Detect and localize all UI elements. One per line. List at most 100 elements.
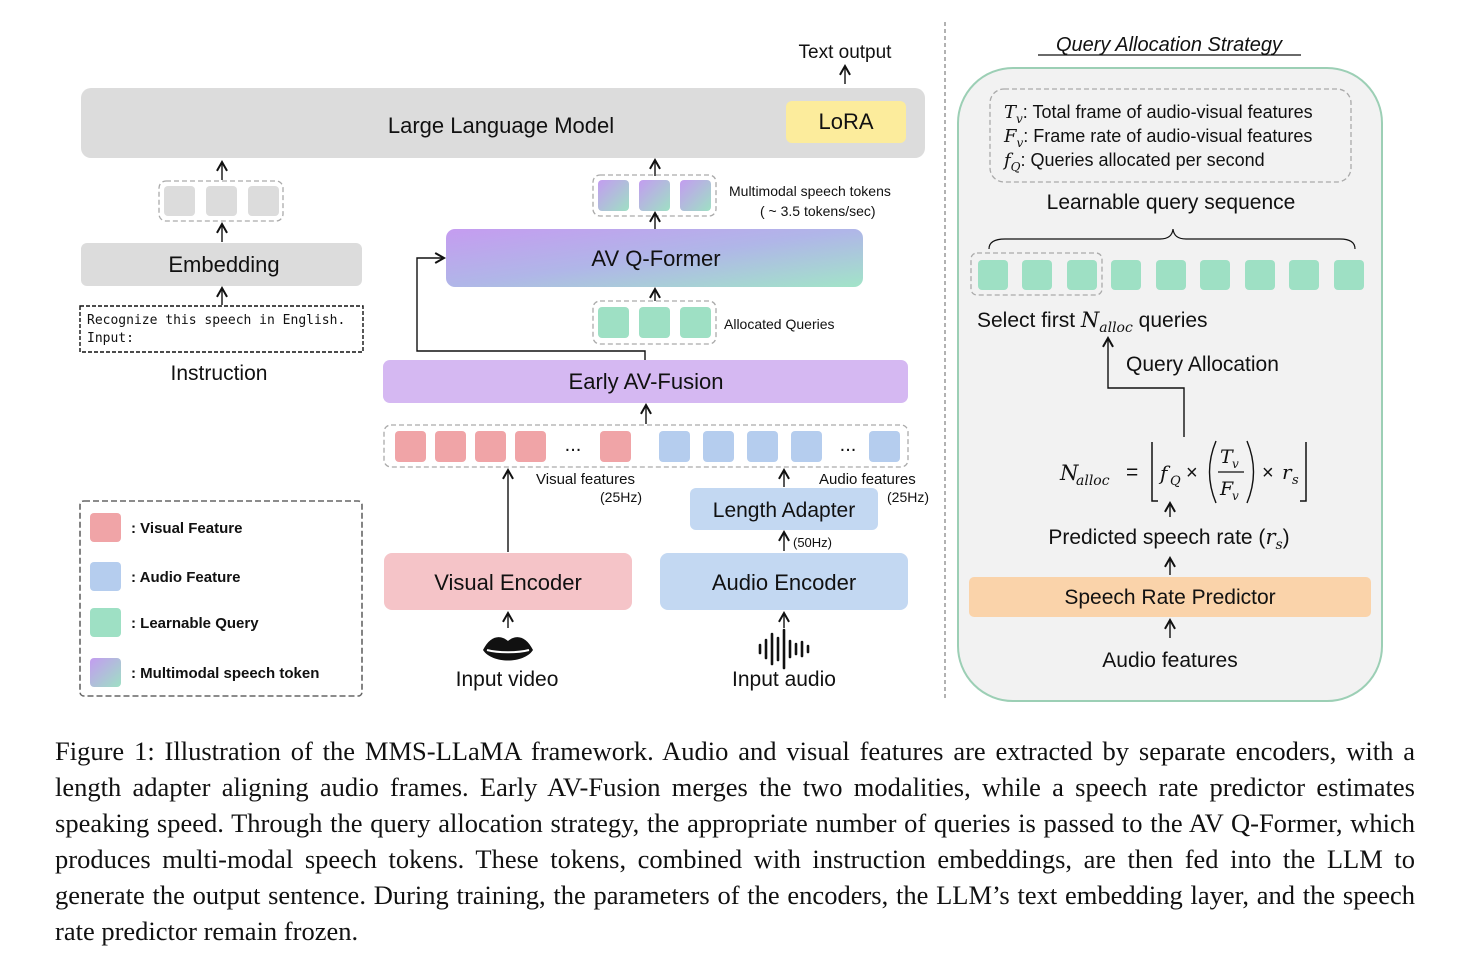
length-adapter-label: Length Adapter bbox=[713, 499, 855, 522]
learnable-seq-label: Learnable query sequence bbox=[1047, 191, 1296, 214]
definitions-box bbox=[989, 88, 1352, 183]
instruction-box bbox=[79, 305, 364, 353]
embedding-token bbox=[248, 186, 279, 216]
instruction-line-2: Input: bbox=[87, 331, 134, 346]
legend-mm-swatch bbox=[90, 658, 121, 687]
qformer-box bbox=[446, 229, 863, 287]
def-frame-rate: Fv: Frame rate of audio-visual features bbox=[1003, 126, 1312, 150]
waveform-icon bbox=[758, 628, 810, 670]
allocated-queries-label: Allocated Queries bbox=[724, 316, 835, 332]
speech-rate-predictor-box bbox=[969, 577, 1371, 617]
audio-ellipsis: ... bbox=[840, 434, 857, 456]
strategy-title: Query Allocation Strategy bbox=[1056, 34, 1283, 56]
sequence-brace bbox=[988, 228, 1356, 250]
lips-icon bbox=[483, 637, 533, 661]
learnable-query bbox=[978, 260, 1008, 290]
svg-text:N: N bbox=[1059, 461, 1079, 485]
svg-text:Q: Q bbox=[1170, 474, 1181, 489]
strategy-panel bbox=[957, 67, 1383, 702]
visual-feature-token bbox=[515, 431, 546, 462]
learnable-query bbox=[1111, 260, 1141, 290]
legend-query-label: : Learnable Query bbox=[131, 615, 259, 632]
audio-encoder-label: Audio Encoder bbox=[712, 570, 856, 595]
legend-query-swatch bbox=[90, 608, 121, 637]
mm-token bbox=[598, 180, 629, 211]
figure-caption: Figure 1: Illustration of the MMS-LLaMA … bbox=[55, 736, 1415, 946]
mm-tokens-rate: ( ~ 3.5 tokens/sec) bbox=[760, 203, 876, 219]
audio-features-input-label: Audio features bbox=[1102, 649, 1237, 672]
length-adapter-box bbox=[690, 488, 878, 530]
speech-rate-predictor-label: Speech Rate Predictor bbox=[1064, 586, 1275, 609]
allocated-query bbox=[639, 307, 670, 338]
audio-encoder-box bbox=[660, 553, 908, 610]
instruction-caption: Instruction bbox=[171, 362, 268, 385]
text-output-label: Text output bbox=[799, 42, 893, 63]
visual-features-rate: (25Hz) bbox=[600, 489, 642, 505]
audio-feature-token bbox=[869, 431, 900, 462]
mm-token bbox=[680, 180, 711, 211]
legend-audio-swatch bbox=[90, 562, 121, 591]
svg-text:s: s bbox=[1292, 473, 1299, 488]
lora-label: LoRA bbox=[818, 109, 873, 134]
visual-feature-token bbox=[435, 431, 466, 462]
instruction-line-1: Recognize this speech in English. bbox=[87, 313, 345, 328]
lora-box bbox=[786, 101, 906, 143]
learnable-query bbox=[1156, 260, 1186, 290]
audio-features-label: Audio features bbox=[819, 471, 916, 488]
selected-queries-group bbox=[970, 252, 1103, 296]
svg-text:v: v bbox=[1232, 489, 1239, 503]
visual-encoder-label: Visual Encoder bbox=[434, 570, 582, 595]
legend-visual-swatch bbox=[90, 513, 121, 542]
allocated-query bbox=[598, 307, 629, 338]
legend-visual-label: : Visual Feature bbox=[131, 520, 242, 537]
embedding-token bbox=[206, 186, 237, 216]
input-audio-label: Input audio bbox=[732, 668, 836, 691]
input-video-label: Input video bbox=[456, 668, 559, 691]
learnable-query bbox=[1245, 260, 1275, 290]
legend-box bbox=[79, 500, 363, 697]
llm-box bbox=[81, 88, 925, 158]
svg-text:r: r bbox=[1282, 460, 1293, 484]
mm-token bbox=[639, 180, 670, 211]
learnable-query bbox=[1022, 260, 1052, 290]
svg-text:alloc: alloc bbox=[1076, 473, 1110, 489]
svg-text:=: = bbox=[1126, 461, 1138, 484]
learnable-query bbox=[1289, 260, 1319, 290]
audio-feature-token bbox=[659, 431, 690, 462]
embedding-token bbox=[164, 186, 195, 216]
allocated-query bbox=[680, 307, 711, 338]
embedding-box bbox=[81, 243, 362, 286]
visual-features-label: Visual features bbox=[536, 471, 635, 488]
fusion-label: Early AV-Fusion bbox=[569, 369, 724, 394]
fusion-box bbox=[383, 360, 908, 403]
svg-text:×: × bbox=[1186, 462, 1198, 484]
visual-feature-token bbox=[600, 431, 631, 462]
mm-tokens-label: Multimodal speech tokens bbox=[729, 183, 891, 199]
embedding-label: Embedding bbox=[168, 252, 279, 277]
learnable-query bbox=[1067, 260, 1097, 290]
arrow-query-allocation bbox=[1102, 335, 1185, 437]
arrow-fusion-to-qformer bbox=[416, 252, 646, 360]
query-allocation-label: Query Allocation bbox=[1126, 353, 1279, 376]
legend-mm-label: : Multimodal speech token bbox=[131, 665, 319, 682]
audio-feature-token bbox=[703, 431, 734, 462]
length-adapter-rate: (50Hz) bbox=[793, 535, 832, 550]
audio-feature-token bbox=[747, 431, 778, 462]
audio-features-rate: (25Hz) bbox=[887, 489, 929, 505]
visual-feature-token bbox=[475, 431, 506, 462]
svg-text:v: v bbox=[1232, 457, 1239, 471]
framework-diagram: Text output Large Language Model LoRA Em… bbox=[79, 22, 1383, 702]
visual-feature-token bbox=[395, 431, 426, 462]
def-total-frames: Tv: Total frame of audio-visual features bbox=[1004, 102, 1313, 126]
learnable-query bbox=[1334, 260, 1364, 290]
embedding-tokens-group bbox=[158, 180, 284, 222]
predicted-rate-label: Predicted speech rate (rs) bbox=[1048, 525, 1289, 553]
qformer-label: AV Q-Former bbox=[591, 246, 720, 271]
visual-encoder-box bbox=[384, 553, 632, 610]
svg-text:F: F bbox=[1219, 478, 1234, 500]
legend-audio-label: : Audio Feature bbox=[131, 569, 240, 586]
svg-text:×: × bbox=[1262, 462, 1274, 484]
learnable-query bbox=[1200, 260, 1230, 290]
select-first-label: Select first Nalloc queries bbox=[977, 308, 1208, 336]
svg-text:T: T bbox=[1220, 446, 1234, 468]
